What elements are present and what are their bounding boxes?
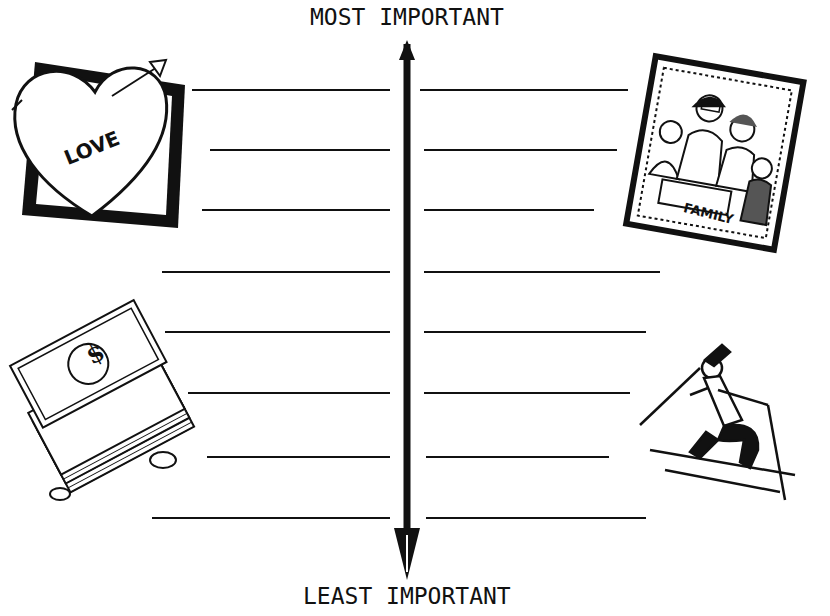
skier [640, 345, 795, 500]
family-frame [626, 56, 803, 249]
answer-lines [152, 90, 660, 518]
love-heart [12, 60, 185, 228]
money-stack [5, 300, 200, 492]
importance-arrow [394, 40, 420, 580]
axis-label: MOST IMPORTANT [310, 6, 504, 29]
axis-label: LEAST IMPORTANT [303, 585, 511, 608]
